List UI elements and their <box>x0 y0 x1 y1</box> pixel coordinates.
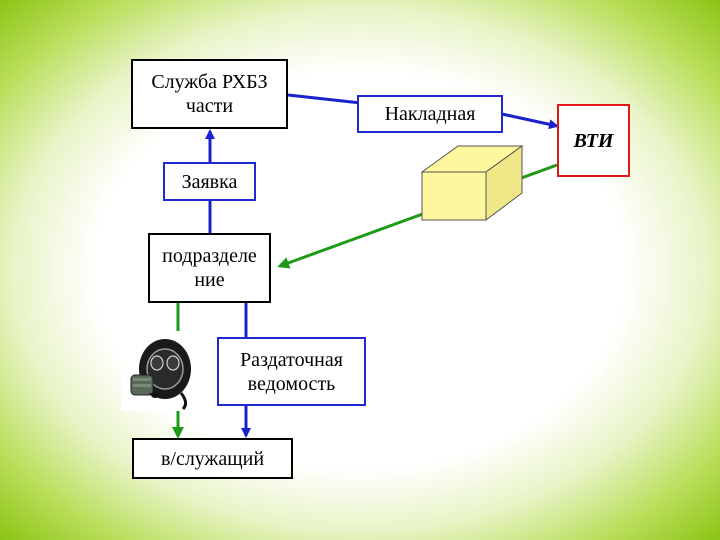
sheet-box: Раздаточная ведомость <box>217 337 366 406</box>
unit-label: подразделение <box>162 245 257 291</box>
serviceman-box: в/служащий <box>132 438 293 479</box>
crate-icon <box>420 145 524 221</box>
invoice-box: Накладная <box>357 95 503 133</box>
service-box: Служба РХБЗ части <box>131 59 288 129</box>
service-label: Служба РХБЗ части <box>151 71 268 117</box>
serviceman-label: в/служащий <box>160 447 265 470</box>
unit-box: подразделение <box>148 233 271 303</box>
arrow-invoice-to-vti <box>501 112 559 130</box>
gas-mask-icon <box>121 331 201 411</box>
sheet-label: Раздаточная ведомость <box>240 348 343 395</box>
request-label: Заявка <box>181 170 238 193</box>
invoice-label: Накладная <box>384 103 476 125</box>
arrow-service-to-invoice <box>287 93 372 109</box>
vti-label: ВТИ <box>573 129 614 152</box>
vti-box: ВТИ <box>557 104 630 177</box>
request-box: Заявка <box>163 162 256 201</box>
